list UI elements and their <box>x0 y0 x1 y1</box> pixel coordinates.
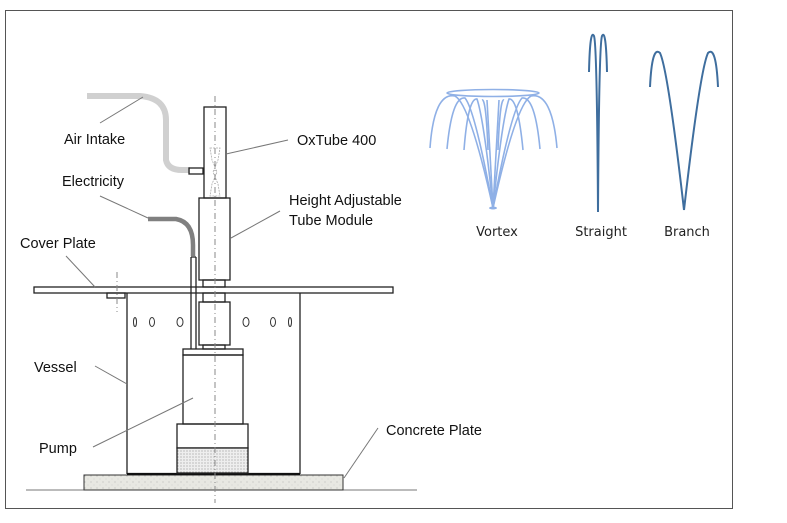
figure-frame <box>5 10 733 509</box>
cover-plate-bracket <box>106 292 126 299</box>
label-air-intake: Air Intake <box>64 132 125 148</box>
leader-lines <box>65 96 379 479</box>
label-oxtube: OxTube 400 <box>297 133 376 149</box>
label-pump: Pump <box>39 441 77 457</box>
air-connector <box>188 167 204 175</box>
label-tube-module: Tube Module <box>289 213 373 229</box>
electric-conduit <box>190 256 197 349</box>
label-vessel: Vessel <box>34 360 77 376</box>
air-intake-hose <box>87 93 190 173</box>
vessel <box>126 293 301 476</box>
label-height-adjustable: Height Adjustable <box>289 193 402 209</box>
vortex-jet-pattern <box>429 88 558 210</box>
cover-plate <box>33 286 394 294</box>
electricity-cable <box>148 216 196 256</box>
label-concrete-plate: Concrete Plate <box>386 423 482 439</box>
label-straight: Straight <box>575 225 627 240</box>
label-cover-plate: Cover Plate <box>20 236 96 252</box>
label-vortex: Vortex <box>476 225 518 240</box>
straight-jet-pattern <box>588 33 608 213</box>
branch-jet-pattern <box>649 50 719 211</box>
concrete-plate <box>83 474 344 491</box>
pump <box>176 348 249 474</box>
label-branch: Branch <box>664 225 710 240</box>
label-electricity: Electricity <box>62 174 125 190</box>
